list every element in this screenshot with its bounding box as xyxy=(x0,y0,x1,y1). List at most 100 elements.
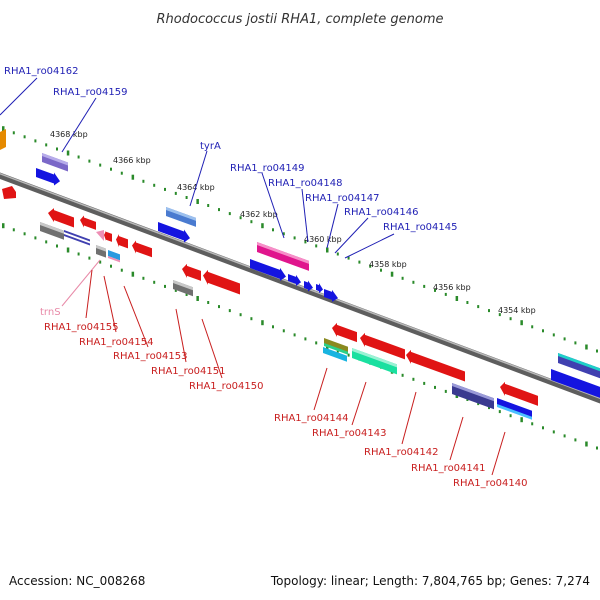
reverse-features xyxy=(2,186,538,420)
gene-arrow[interactable] xyxy=(500,380,538,408)
gene-label[interactable]: RHA1_ro04162 xyxy=(4,66,79,77)
map-title: Rhodococcus jostii RHA1, complete genome xyxy=(157,12,444,27)
tick-mark xyxy=(218,208,220,212)
gene-arrow[interactable] xyxy=(250,257,286,283)
tick-mark xyxy=(520,417,523,423)
gene-arrow[interactable] xyxy=(406,348,465,383)
tick-mark xyxy=(88,256,91,260)
tick-mark xyxy=(228,309,231,313)
gene-block[interactable] xyxy=(497,398,532,420)
gene-label[interactable]: RHA1_ro04155 xyxy=(44,322,119,333)
tick-mark xyxy=(196,199,199,204)
gene-label[interactable]: RHA1_ro04153 xyxy=(113,351,188,362)
gene-block[interactable] xyxy=(324,338,348,355)
tick-mark xyxy=(56,147,58,151)
gene-label[interactable]: RHA1_ro04159 xyxy=(53,87,128,98)
gene-arrow[interactable] xyxy=(158,220,190,245)
tick-mark xyxy=(455,296,459,301)
gene-block[interactable] xyxy=(42,153,68,172)
gene-arrow[interactable] xyxy=(551,369,600,401)
tick-mark xyxy=(2,126,5,132)
gene-label[interactable]: RHA1_ro04144 xyxy=(274,413,349,424)
gene-arrow[interactable] xyxy=(324,287,338,304)
gene-block[interactable] xyxy=(108,250,120,263)
gene-arrow[interactable] xyxy=(182,262,201,283)
tick-mark xyxy=(542,329,544,333)
tick-mark xyxy=(282,232,285,236)
tick-mark xyxy=(228,212,231,216)
gene-label[interactable]: tyrA xyxy=(200,141,221,152)
gene-label[interactable]: RHA1_ro04151 xyxy=(151,366,226,377)
gene-block[interactable] xyxy=(257,241,309,271)
tick-mark xyxy=(261,223,264,229)
gene-label[interactable]: RHA1_ro04154 xyxy=(79,337,154,348)
gene-label[interactable]: RHA1_ro04142 xyxy=(364,447,439,458)
tick-mark xyxy=(563,434,566,438)
gene-arrow[interactable] xyxy=(288,272,301,288)
gene-block[interactable] xyxy=(0,129,6,151)
gene-label[interactable]: RHA1_ro04150 xyxy=(189,381,264,392)
gene-label[interactable]: RHA1_ro04141 xyxy=(411,463,486,474)
gene-block[interactable] xyxy=(558,353,600,382)
gene-block[interactable] xyxy=(352,348,397,375)
tick-mark xyxy=(369,264,372,268)
gene-block[interactable] xyxy=(173,280,193,297)
tick-mark xyxy=(412,280,415,284)
genome-backbone xyxy=(0,172,600,404)
tick-mark xyxy=(498,410,501,414)
tick-mark xyxy=(2,223,5,229)
gene-arrow[interactable] xyxy=(104,230,112,243)
gene-label[interactable]: RHA1_ro04140 xyxy=(453,478,528,489)
tick-mark xyxy=(358,260,361,264)
gene-arrow[interactable] xyxy=(80,214,96,232)
tick-mark xyxy=(596,349,598,353)
gene-label[interactable]: RHA1_ro04147 xyxy=(305,193,380,204)
gene-block[interactable] xyxy=(166,207,196,227)
gene-arrow[interactable] xyxy=(360,331,405,361)
gene-arrow[interactable] xyxy=(203,268,240,296)
gene-label[interactable]: RHA1_ro04143 xyxy=(312,428,387,439)
gene-arrow[interactable] xyxy=(316,282,323,295)
tick-mark xyxy=(401,373,404,377)
gene-arrow[interactable] xyxy=(132,239,152,259)
tick-mark xyxy=(401,276,404,280)
gene-label[interactable]: RHA1_ro04149 xyxy=(230,163,305,174)
tick-mark xyxy=(477,305,480,309)
gene-label[interactable]: RHA1_ro04148 xyxy=(268,178,343,189)
gene-arrow[interactable] xyxy=(304,279,313,293)
tick-mark xyxy=(153,183,156,187)
accession-text: Accession: NC_008268 xyxy=(9,574,145,588)
gene-arrow[interactable] xyxy=(36,166,60,188)
tick-mark xyxy=(250,220,253,224)
tick-mark xyxy=(304,337,307,341)
rna-arrow[interactable] xyxy=(96,230,104,241)
tick-mark xyxy=(77,252,80,256)
tick-mark xyxy=(239,313,242,317)
tick-mark xyxy=(142,179,145,183)
tick-mark xyxy=(131,174,135,180)
tick-mark xyxy=(293,236,296,240)
tick-mark xyxy=(380,268,382,272)
tick-mark xyxy=(272,325,274,329)
tick-mark xyxy=(185,196,188,199)
gene-label[interactable]: RHA1_ro04146 xyxy=(344,207,419,218)
tick-mark xyxy=(77,155,80,159)
gene-arrow[interactable] xyxy=(116,233,128,250)
tick-mark xyxy=(34,236,37,240)
gene-block[interactable] xyxy=(40,222,64,240)
gene-label[interactable]: RHA1_ro04145 xyxy=(383,222,458,233)
gene-arrow[interactable] xyxy=(332,321,357,344)
tick-mark xyxy=(56,244,58,248)
forward-tick-row xyxy=(2,126,598,353)
gene-arrow[interactable] xyxy=(48,206,74,229)
tick-mark xyxy=(574,341,577,345)
gene-block[interactable] xyxy=(452,383,494,410)
gene-arrow[interactable] xyxy=(2,186,16,199)
gene-block[interactable] xyxy=(96,245,106,258)
gene-label[interactable]: trnS xyxy=(40,307,61,318)
tick-mark xyxy=(282,329,285,333)
tick-mark xyxy=(444,292,447,296)
gene-block[interactable] xyxy=(64,230,90,246)
tick-mark xyxy=(45,143,48,147)
gene-block[interactable] xyxy=(323,347,347,362)
